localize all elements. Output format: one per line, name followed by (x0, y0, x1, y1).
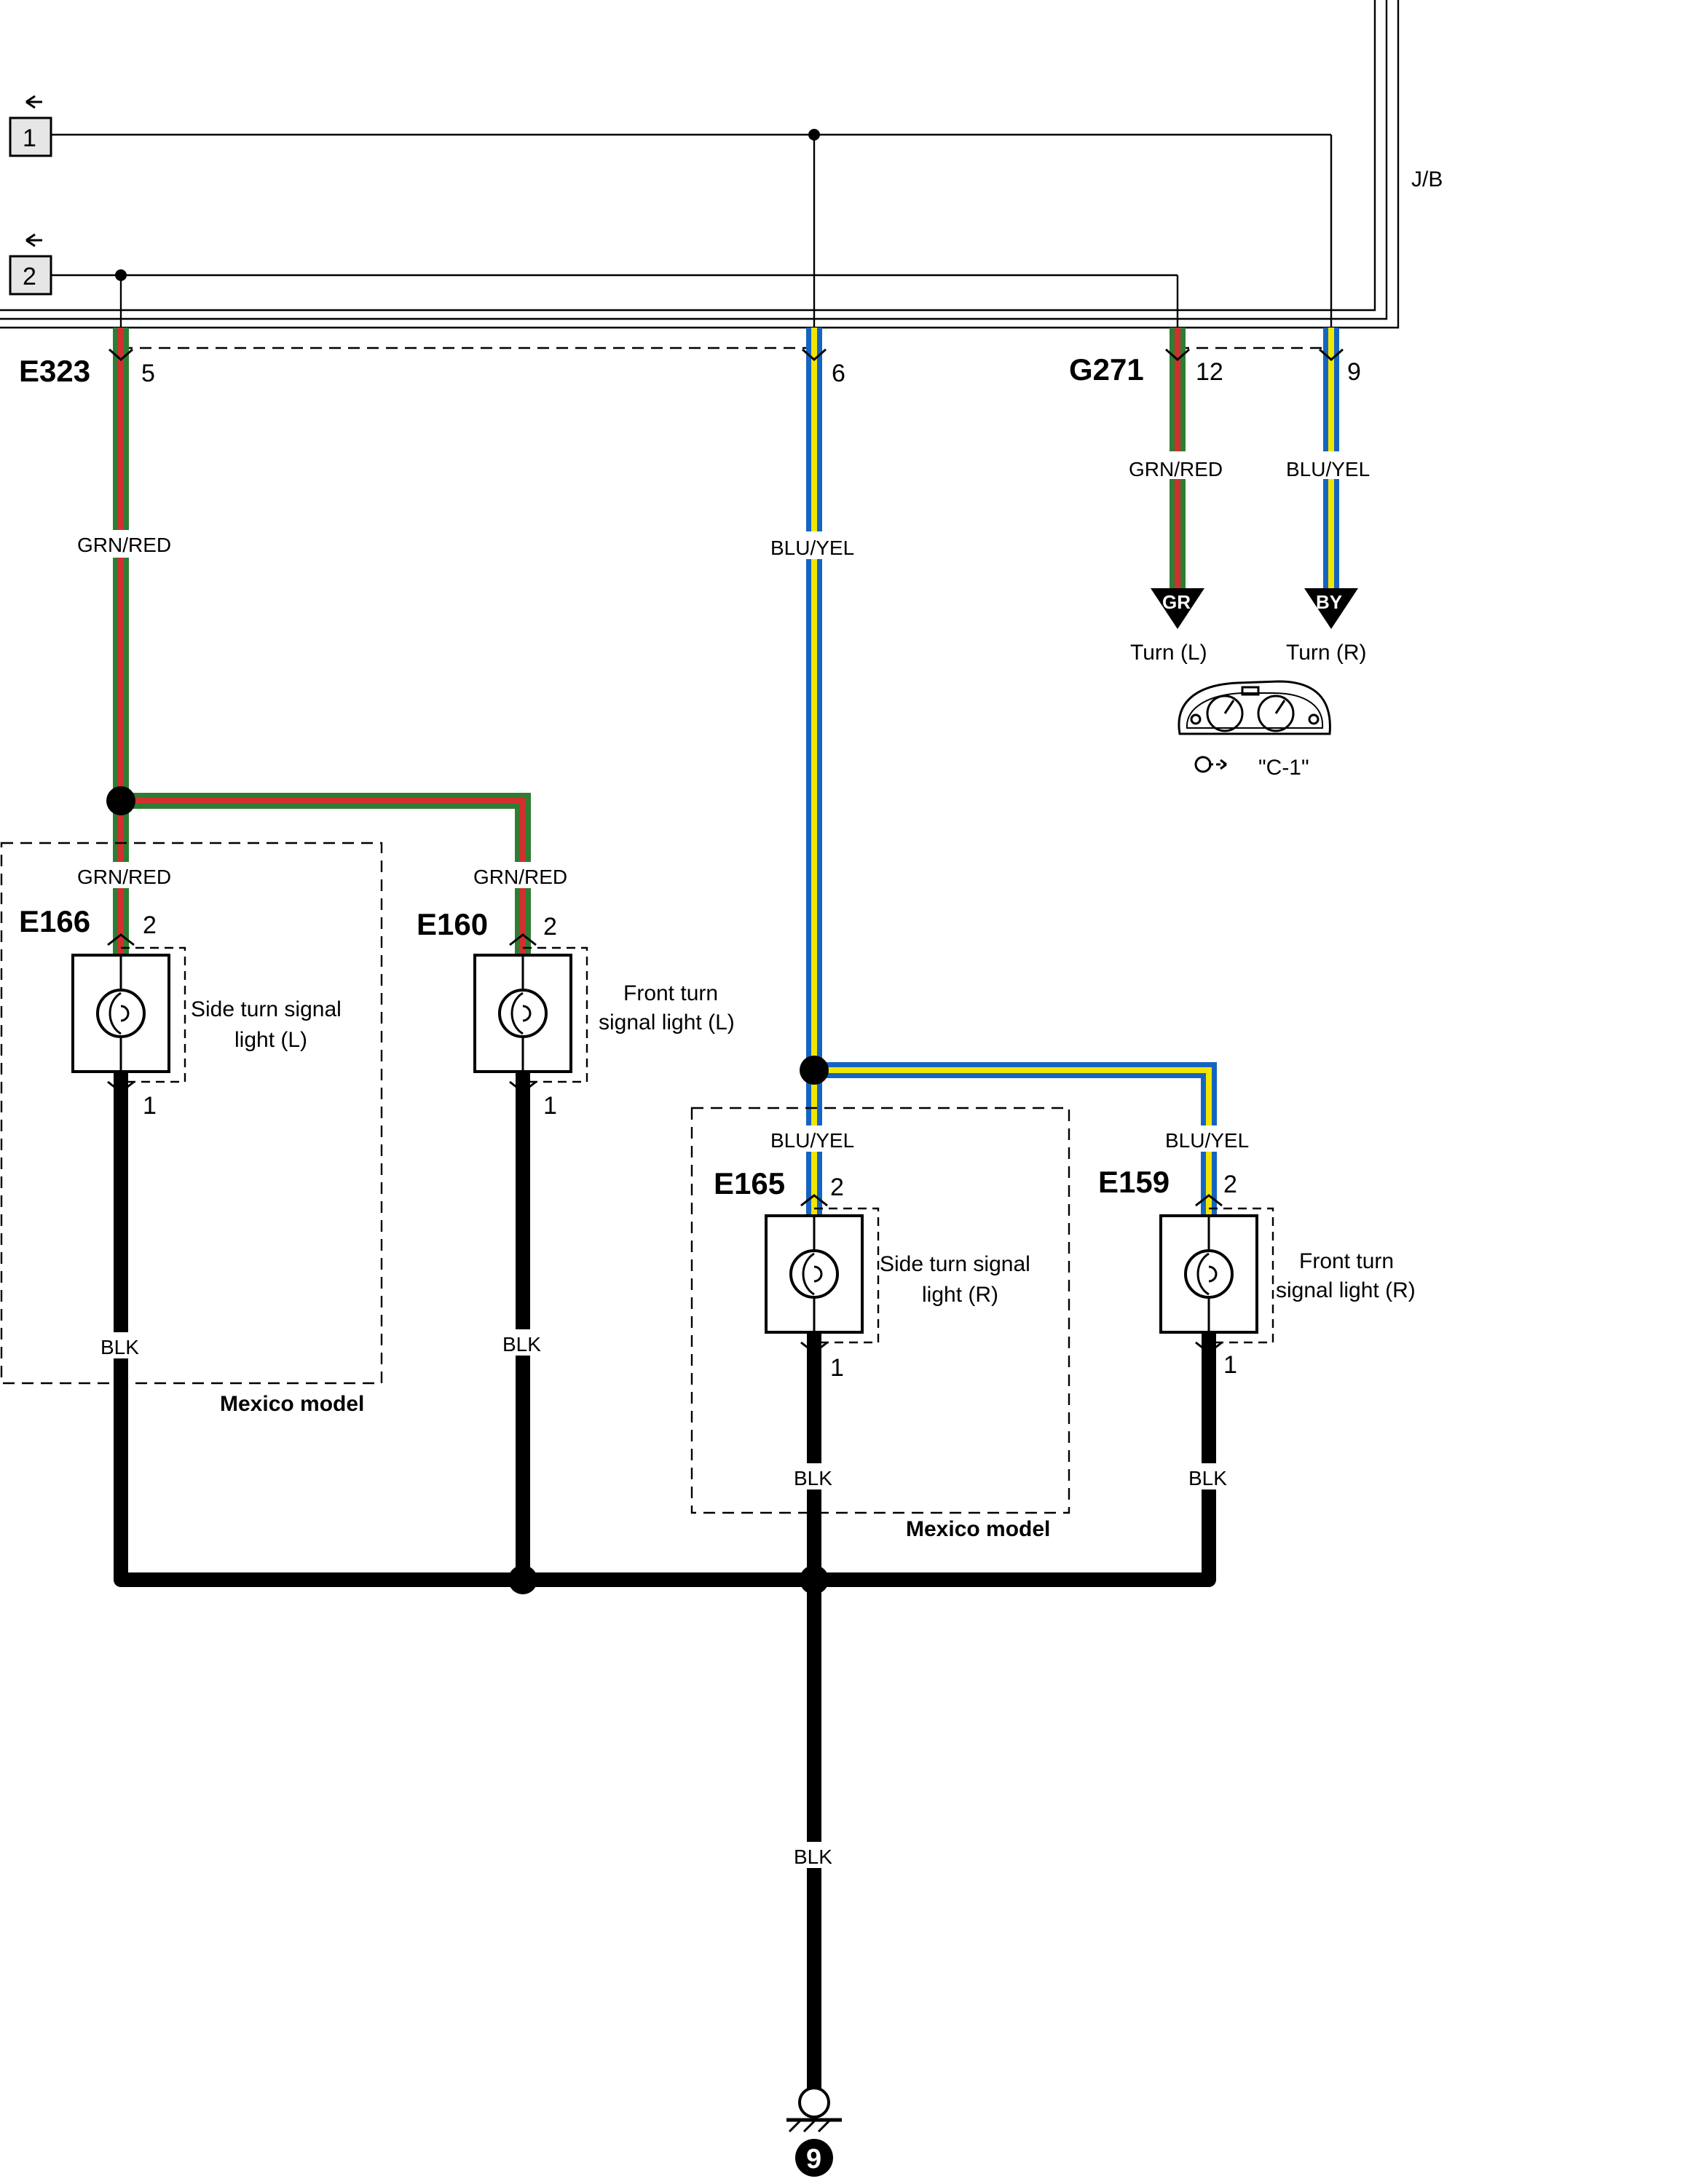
wire-blk-ground (114, 1072, 1216, 2098)
light-e166-filament (109, 992, 130, 1035)
combination-meter-icon (1178, 680, 1331, 735)
splice-blu-yel (800, 1056, 829, 1085)
see-reference-icon (1194, 756, 1227, 773)
jb-label: J/B (1411, 167, 1443, 191)
connector-g271-pin-9: 9 (1347, 358, 1361, 386)
connector-e159-pin-1: 1 (1223, 1351, 1237, 1379)
wire-label-e159-blk: BLK (1188, 1467, 1227, 1489)
connector-marks-top (109, 348, 1344, 361)
wire-label-e160-blk: BLK (502, 1333, 541, 1356)
connector-e159-pin-2: 2 (1223, 1171, 1237, 1198)
connector-e165-label: E165 (714, 1166, 785, 1200)
light-e165-filament (802, 1252, 823, 1296)
ground-symbol: 9 (786, 2086, 842, 2177)
desc-side-r-line-2: light (R) (922, 1283, 998, 1307)
wire-label-blu-yel: BLU/YEL (770, 537, 854, 559)
light-e165-connector-outline (814, 1207, 880, 1344)
light-e166-connector-outline (121, 946, 186, 1083)
meter-reference-label: "C-1" (1258, 756, 1309, 780)
wire-label-e165-blu-yel: BLU/YEL (770, 1129, 854, 1152)
light-e165-pin-mark-top (800, 1194, 828, 1207)
light-e160-pin-mark-top (509, 933, 537, 946)
desc-front-l-line-2: signal light (L) (599, 1010, 735, 1034)
light-e166-pin-mark-top (107, 933, 135, 946)
connector-e159-label: E159 (1098, 1165, 1170, 1199)
connector-e323-label: E323 (19, 354, 90, 388)
light-e160-pin-mark-bottom (509, 1080, 537, 1093)
desc-front-r-line-1: Front turn (1299, 1249, 1394, 1273)
meter-badge-by: BY (1316, 591, 1342, 613)
meter-badge-gr: GR (1162, 591, 1191, 613)
feed-wires (51, 129, 1333, 328)
light-e166 (71, 933, 186, 1093)
splice-blk-1 (508, 1565, 537, 1594)
connector-e166-pin-1: 1 (143, 1092, 157, 1120)
light-e160-bulb-icon (498, 989, 548, 1038)
wire-label-e166-blk: BLK (100, 1336, 139, 1358)
meter-turn-r-label: Turn (R) (1286, 641, 1367, 665)
light-e166-bulb-icon (96, 989, 146, 1038)
connector-e166-label: E166 (19, 904, 90, 938)
arrow-left-icon (25, 95, 42, 109)
light-e165-pin-mark-bottom (800, 1341, 828, 1354)
splice-blk-2 (800, 1565, 829, 1594)
ground-number: 9 (806, 2144, 821, 2175)
desc-front-l-line-1: Front turn (623, 981, 718, 1005)
light-e160-connector-outline (523, 946, 588, 1083)
wire-grn-red-main (113, 328, 531, 955)
light-e159-bulb-icon (1184, 1249, 1234, 1299)
connector-e323-pin-5: 5 (141, 360, 155, 387)
wire-label-e159-blu-yel: BLU/YEL (1165, 1129, 1249, 1152)
wire-label-e160-grn-red: GRN/RED (473, 866, 567, 888)
lights-layer (71, 933, 1274, 1354)
ref-terminal-1: 1 (9, 95, 52, 157)
desc-side-l-line-1: Side turn signal (191, 997, 342, 1021)
light-e159-connector-outline (1209, 1207, 1274, 1344)
light-e165-bulb-icon (789, 1249, 839, 1299)
wire-label-grn-red: GRN/RED (77, 534, 171, 556)
meter-terminal-gr: GR (1151, 588, 1204, 629)
mexico-model-box-right (690, 1107, 1070, 1514)
connector-e160-pin-1: 1 (543, 1092, 557, 1120)
light-e159-pin-mark-top (1195, 1194, 1223, 1207)
wire-label-meter-blu-yel: BLU/YEL (1286, 458, 1370, 480)
wire-label-e166-grn-red: GRN/RED (77, 866, 171, 888)
ref-terminal-2: 2 (9, 233, 52, 296)
connector-g271-pin-12: 12 (1196, 358, 1223, 386)
connector-e165-pin-1: 1 (830, 1354, 844, 1382)
mexico-model-box-left (0, 842, 383, 1385)
light-e166-pin-mark-bottom (107, 1080, 135, 1093)
ref-terminal-2-label: 2 (23, 263, 36, 290)
connector-g271-label: G271 (1069, 352, 1144, 387)
wire-label-e165-blk: BLK (794, 1467, 832, 1489)
mexico-model-label-left: Mexico model (220, 1392, 364, 1416)
splice-grn-red (106, 786, 135, 815)
desc-side-r-line-1: Side turn signal (880, 1252, 1030, 1276)
light-e165 (765, 1194, 880, 1354)
connector-e165-pin-2: 2 (830, 1174, 844, 1201)
connector-e160-label: E160 (417, 907, 488, 941)
meter-terminal-by: BY (1304, 588, 1358, 629)
ref-terminal-1-label: 1 (23, 124, 36, 152)
connector-e323-pin-6: 6 (832, 360, 845, 387)
light-e159-pin-mark-bottom (1195, 1341, 1223, 1354)
light-e159 (1159, 1194, 1274, 1354)
mexico-model-label-right: Mexico model (906, 1517, 1050, 1541)
connector-e160-pin-2: 2 (543, 913, 557, 941)
light-e160-filament (510, 992, 532, 1035)
light-e159-filament (1196, 1252, 1218, 1296)
arrow-left-icon (25, 233, 42, 248)
light-e160 (473, 933, 588, 1093)
desc-front-r-line-2: signal light (R) (1276, 1278, 1416, 1302)
desc-side-l-line-2: light (L) (234, 1028, 307, 1052)
wire-label-meter-grn-red: GRN/RED (1129, 458, 1223, 480)
wire-label-ground-blk: BLK (794, 1845, 832, 1868)
connector-e166-pin-2: 2 (143, 911, 157, 939)
meter-turn-l-label: Turn (L) (1130, 641, 1207, 665)
junction-block-border (0, 0, 1400, 329)
